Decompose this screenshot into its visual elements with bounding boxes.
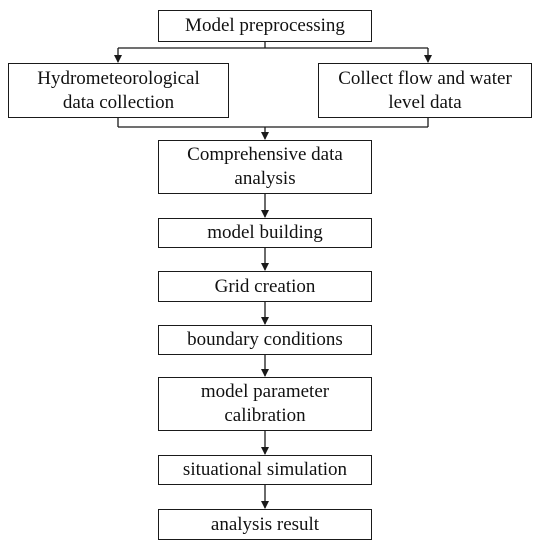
grid-creation-box: Grid creation: [158, 271, 372, 302]
situational-simulation-label: situational simulation: [182, 459, 348, 480]
hydrometeorological-label-line1: Hydrometeorological: [37, 67, 200, 89]
comprehensive-analysis-label-line1: Comprehensive data: [187, 144, 343, 165]
hydrometeorological-label-line2: data collection: [62, 91, 175, 113]
boundary-conditions-box: boundary conditions: [158, 325, 372, 355]
hydrometeorological-data-box: Hydrometeorological data collection: [8, 63, 229, 118]
model-preprocessing-box: Model preprocessing: [158, 10, 372, 42]
model-building-label: model building: [207, 222, 323, 243]
comprehensive-analysis-label-line2: analysis: [234, 168, 296, 189]
comprehensive-analysis-box: Comprehensive data analysis: [158, 140, 372, 194]
flow-water-level-label-line1: Collect flow and water: [338, 67, 512, 89]
boundary-conditions-label: boundary conditions: [187, 329, 343, 350]
comprehensive-analysis-text: Comprehensive data analysis: [187, 143, 343, 191]
analysis-result-label: analysis result: [210, 513, 320, 535]
model-building-box: model building: [158, 218, 372, 248]
model-parameter-calibration-box: model parameter calibration: [158, 377, 372, 431]
flow-water-level-data-box: Collect flow and water level data: [318, 63, 532, 118]
flow-water-level-data-text: Collect flow and water level data: [338, 67, 512, 115]
model-parameter-calibration-label-line2: calibration: [224, 405, 306, 426]
flow-water-level-label-line2: level data: [388, 91, 462, 113]
model-parameter-calibration-label-line1: model parameter: [200, 381, 330, 402]
model-parameter-calibration-text: model parameter calibration: [201, 380, 329, 428]
analysis-result-box: analysis result: [158, 509, 372, 540]
model-preprocessing-label: Model preprocessing: [185, 15, 345, 36]
situational-simulation-box: situational simulation: [158, 455, 372, 485]
hydrometeorological-data-text: Hydrometeorological data collection: [37, 67, 200, 115]
grid-creation-label: Grid creation: [214, 275, 316, 297]
